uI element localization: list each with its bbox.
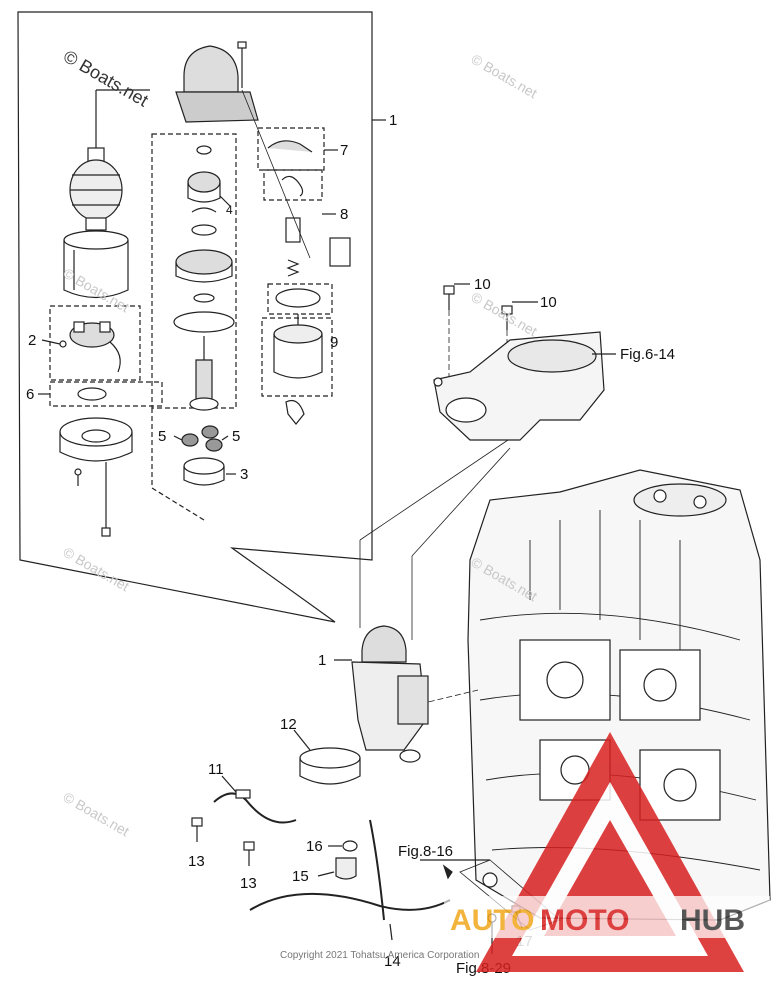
callout-8: 8 — [340, 206, 348, 223]
leader-11 — [221, 775, 237, 793]
watermark-2: © Boats.net — [469, 51, 541, 102]
fig-6-14-ref: Fig.6-14 — [620, 346, 675, 363]
starter-cable — [249, 819, 451, 921]
automotohub-logo: AUTO MOTO HUB — [444, 732, 770, 972]
callout-13a: 13 — [188, 853, 205, 870]
bolt-13b — [243, 841, 255, 866]
pinion-gear-stack — [173, 145, 235, 411]
logo-text-hub: HUB — [680, 904, 745, 937]
bolt-13a — [191, 817, 203, 842]
callout-12: 12 — [280, 716, 297, 733]
armature-part — [69, 90, 123, 238]
callout-9: 9 — [330, 334, 338, 351]
leader-5-left — [173, 435, 183, 441]
callout-1-top: 1 — [389, 112, 397, 129]
callout-13b: 13 — [240, 875, 257, 892]
logo-text-bg — [444, 896, 770, 938]
callout-1-main: 1 — [318, 652, 326, 669]
fig-8-16-ref: Fig.8-16 — [398, 843, 453, 860]
planet-gears — [181, 425, 223, 452]
leader-4 — [219, 195, 231, 207]
callout-6: 6 — [26, 386, 34, 403]
mounting-bracket — [433, 331, 605, 441]
front-housing-part — [175, 41, 259, 123]
solenoid-box-9 — [267, 283, 333, 315]
brush-holder-part — [59, 321, 121, 373]
copyright-text: Copyright 2021 Tohatsu America Corporati… — [280, 950, 479, 961]
leader-5-right — [221, 435, 229, 441]
end-cover-part — [59, 417, 133, 462]
band-bracket-part — [213, 789, 297, 824]
bolt-10a — [443, 285, 455, 310]
callout-3: 3 — [240, 466, 248, 483]
callout-labels: 1 2 6 4 5 5 3 7 8 9 10 10 1 12 11 13 13 … — [26, 112, 557, 970]
watermark-7: © Boats.net — [61, 789, 133, 840]
leader-2 — [41, 339, 61, 345]
callout-2: 2 — [28, 332, 36, 349]
solenoid-part — [273, 324, 323, 379]
leader-15 — [317, 871, 335, 877]
starter-motor-assembly — [351, 625, 429, 763]
bolt-10b — [501, 305, 513, 330]
callout-10b: 10 — [540, 294, 557, 311]
gear-assembly-box — [151, 133, 237, 409]
spring-box — [263, 169, 323, 201]
solenoid-body-box — [261, 317, 333, 397]
through-bolt — [101, 462, 111, 537]
callout-5-left: 5 — [158, 428, 166, 445]
callout-5-right: 5 — [232, 428, 240, 445]
callout-15: 15 — [292, 868, 309, 885]
callout-4: 4 — [226, 203, 233, 217]
leader-14 — [389, 923, 393, 941]
nut-part — [342, 840, 358, 852]
callout-7: 7 — [340, 142, 348, 159]
rubber-band-part — [299, 747, 361, 785]
terminal-cap-part — [335, 857, 357, 880]
leader-12 — [293, 729, 311, 751]
callout-14: 14 — [384, 953, 401, 970]
yoke-part — [63, 230, 129, 299]
brush-holder-box — [49, 305, 141, 381]
logo-text-auto: AUTO — [450, 904, 534, 937]
callout-11: 11 — [208, 761, 224, 778]
watermark-4: © Boats.net — [469, 289, 541, 340]
callout-16: 16 — [306, 838, 323, 855]
logo-text-moto: MOTO — [540, 904, 629, 937]
internal-gear-part — [183, 457, 225, 486]
callout-10a: 10 — [474, 276, 491, 293]
solenoid-spring — [286, 259, 300, 277]
